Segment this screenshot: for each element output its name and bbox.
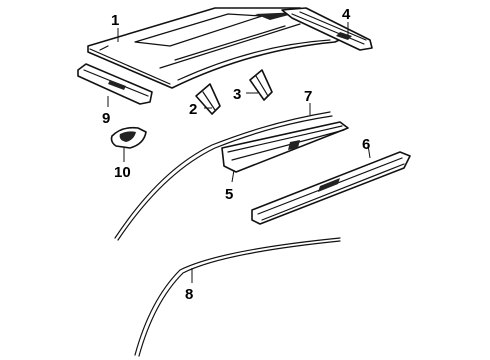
roof-bow-2 bbox=[195, 83, 221, 115]
callout-7: 7 bbox=[304, 88, 312, 105]
callout-5: 5 bbox=[225, 186, 233, 203]
leader-lines bbox=[107, 22, 371, 283]
callout-3: 3 bbox=[233, 86, 241, 103]
callout-9: 9 bbox=[102, 110, 110, 127]
roof-side-rail-outer bbox=[251, 151, 411, 225]
rear-header-rail bbox=[77, 63, 153, 105]
callout-8: 8 bbox=[185, 286, 193, 303]
callout-2: 2 bbox=[189, 101, 197, 118]
callout-4: 4 bbox=[342, 6, 351, 23]
callout-6: 6 bbox=[362, 136, 370, 153]
roof-side-weatherstrip bbox=[114, 111, 333, 241]
drip-molding bbox=[134, 237, 341, 357]
roof-bow-3 bbox=[249, 69, 273, 101]
callout-10: 10 bbox=[114, 164, 131, 181]
roof-side-rail-inner bbox=[221, 121, 349, 173]
front-header-bracket bbox=[281, 7, 373, 51]
callout-labels: 1 2 3 4 5 6 7 8 9 10 bbox=[102, 6, 370, 303]
callout-1: 1 bbox=[111, 12, 119, 29]
dome-lamp bbox=[110, 126, 147, 149]
